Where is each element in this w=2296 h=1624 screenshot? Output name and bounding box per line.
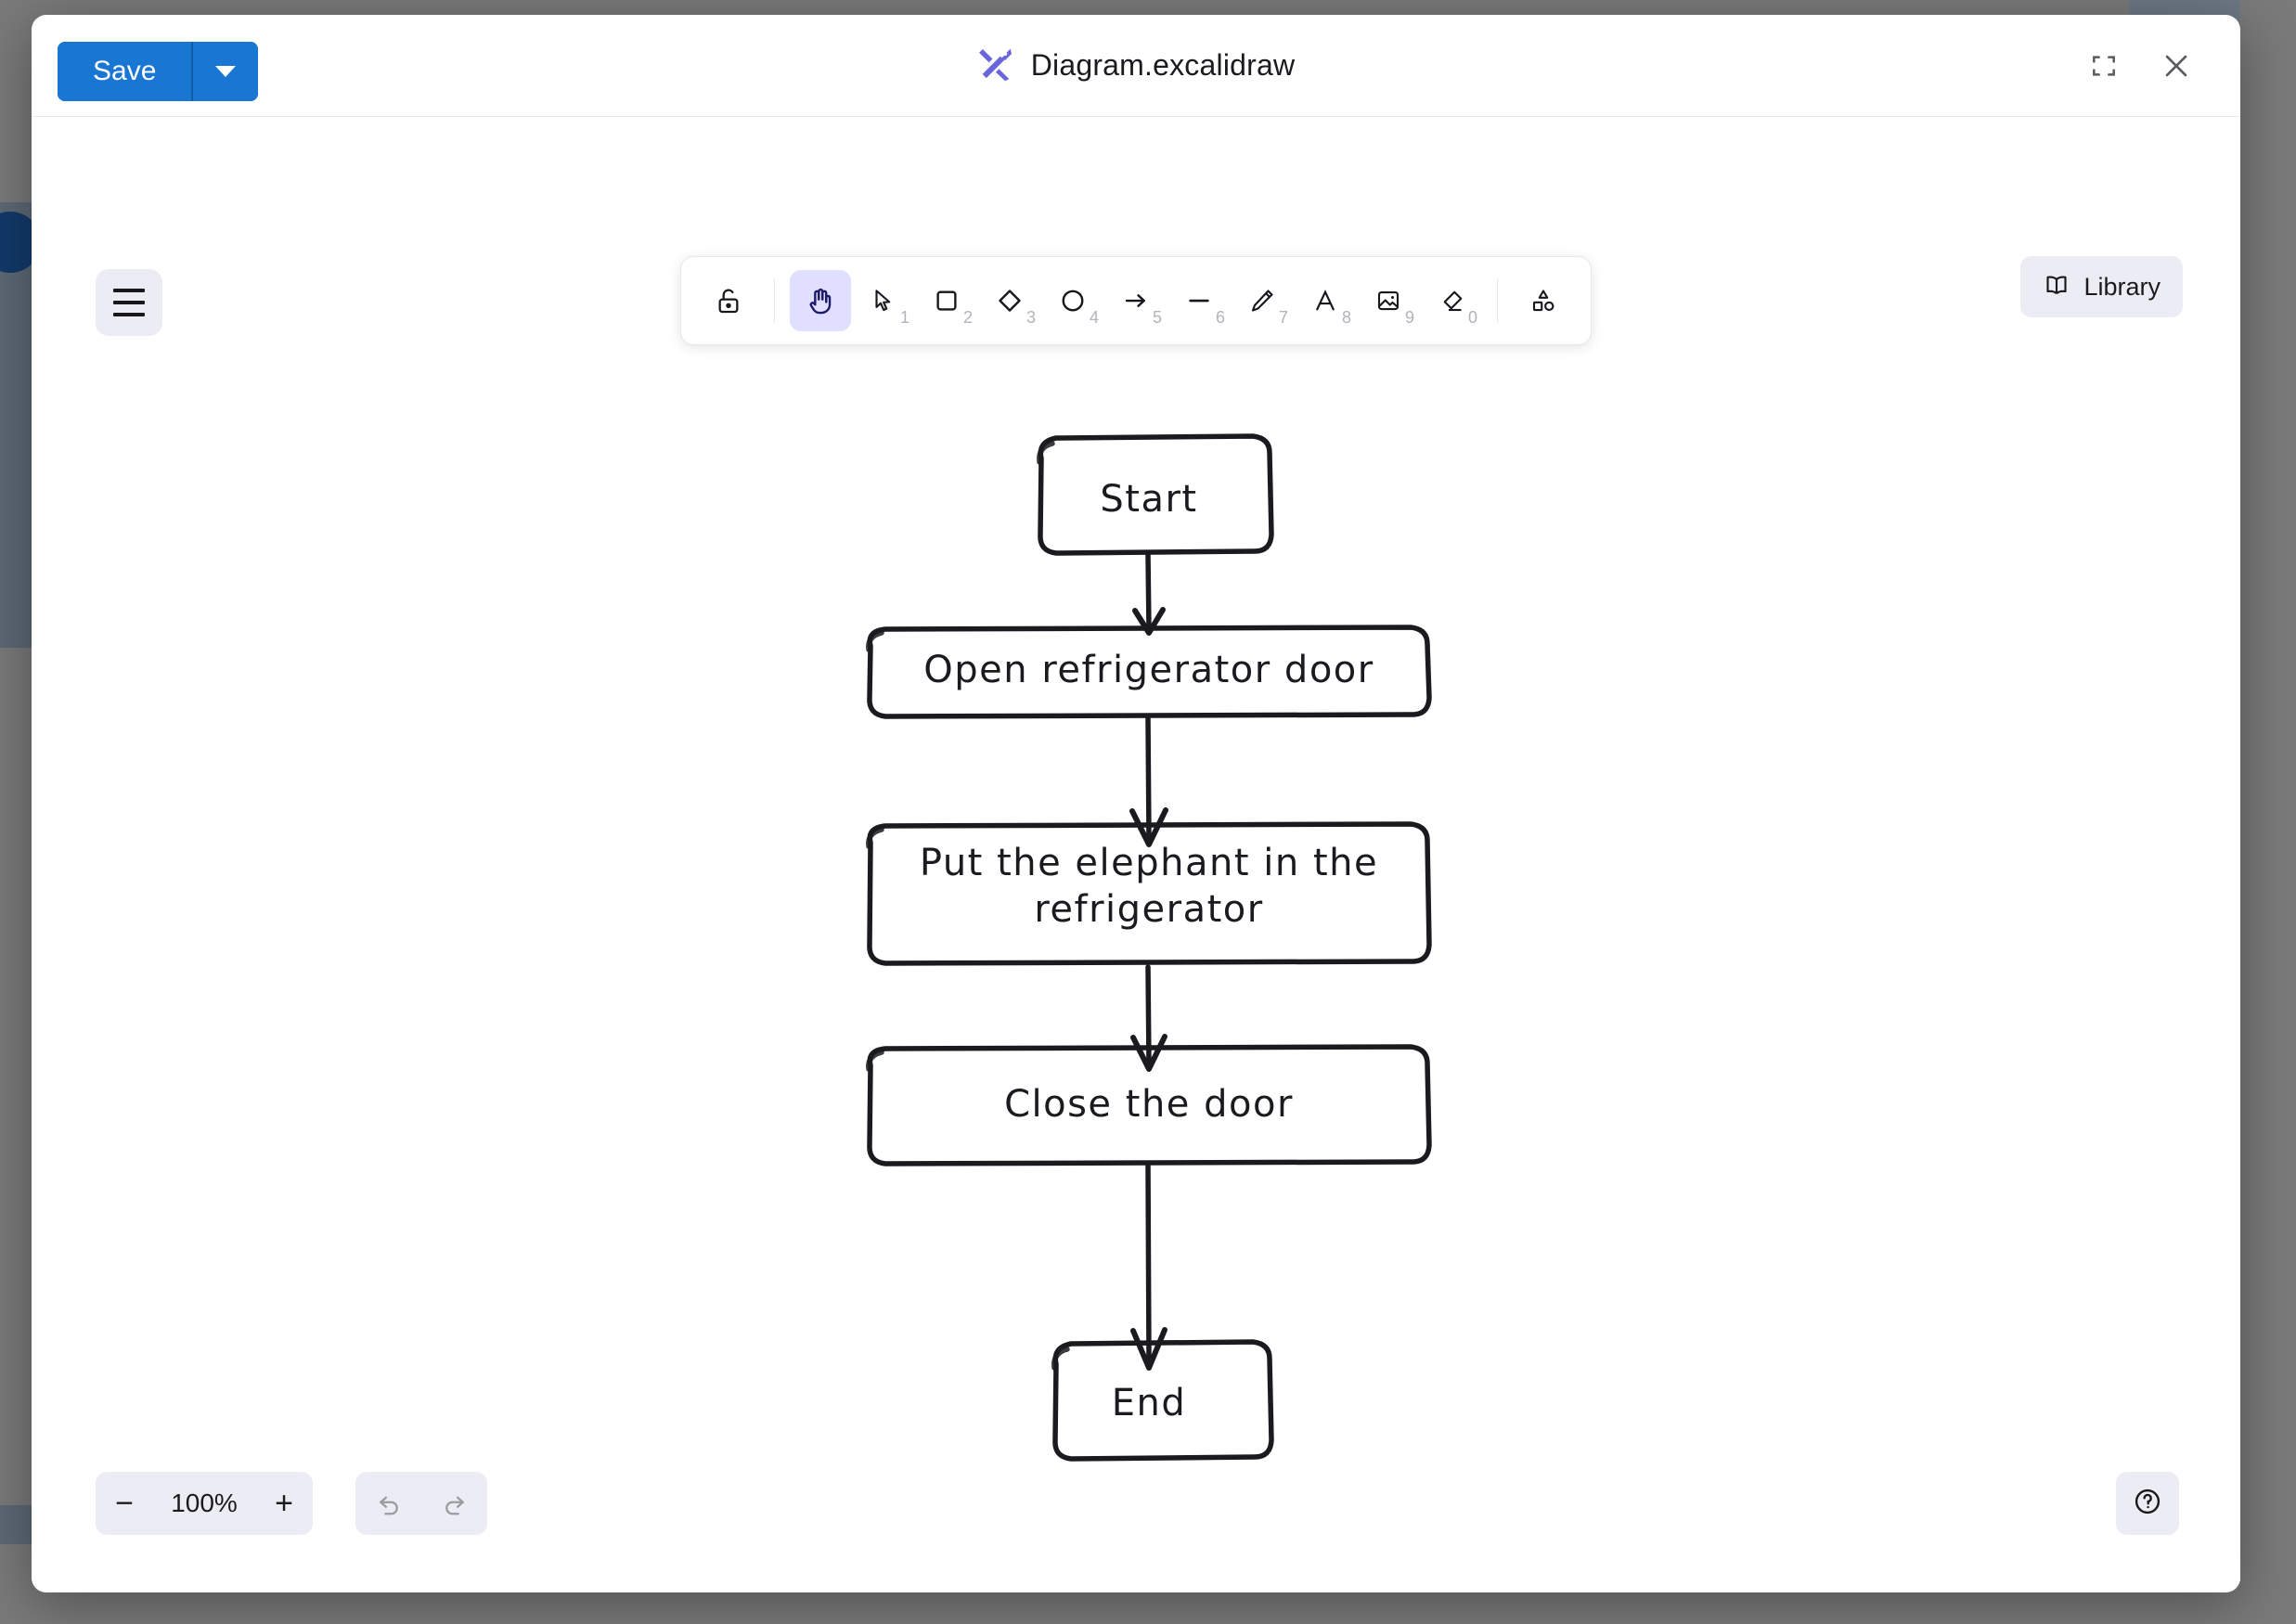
library-label: Library xyxy=(2083,272,2161,301)
hand-icon[interactable] xyxy=(790,270,851,331)
canvas-area[interactable]: Start Open refrigerator door Put the ele… xyxy=(32,117,2240,1592)
toolbar-divider-1 xyxy=(774,279,775,322)
node-label-end: End xyxy=(1112,1382,1187,1424)
node-put xyxy=(866,821,1432,966)
window-controls xyxy=(2083,15,2198,117)
tools-toolbar: 1 2 3 4 xyxy=(680,256,1592,345)
selection-icon[interactable]: 1 xyxy=(853,270,914,331)
node-label-open: Open refrigerator door xyxy=(923,649,1374,691)
zoom-in-button[interactable]: + xyxy=(275,1485,293,1521)
node-label-put-line2: refrigerator xyxy=(1034,888,1263,931)
chevron-down-icon xyxy=(215,66,237,77)
ellipse-icon[interactable]: 4 xyxy=(1042,270,1103,331)
zoom-control-group: − 100% + xyxy=(96,1472,313,1535)
background-top-bar xyxy=(0,0,2296,17)
zoom-out-button[interactable]: − xyxy=(115,1485,134,1521)
fullscreen-icon[interactable] xyxy=(2083,45,2125,87)
node-open xyxy=(866,625,1432,719)
hamburger-bar-2 xyxy=(113,301,145,304)
undo-icon[interactable] xyxy=(360,1472,418,1535)
tool-shortcut-selection: 1 xyxy=(899,308,909,327)
flowchart-diagram: Start Open refrigerator door Put the ele… xyxy=(32,117,2240,1592)
draw-icon[interactable]: 7 xyxy=(1232,270,1293,331)
hamburger-bar-3 xyxy=(113,313,145,316)
tool-shortcut-arrow: 5 xyxy=(1152,308,1162,327)
tool-shortcut-ellipse: 4 xyxy=(1089,308,1099,327)
background-right-panel xyxy=(2240,0,2296,1624)
excalidraw-logo-icon xyxy=(977,44,1016,87)
node-label-close: Close the door xyxy=(1004,1083,1294,1126)
save-button[interactable]: Save xyxy=(58,42,192,101)
tool-shortcut-rectangle: 2 xyxy=(962,308,973,327)
tool-shortcut-text: 8 xyxy=(1341,308,1351,327)
save-dropdown-button[interactable] xyxy=(193,42,259,101)
title-center: Diagram.excalidraw xyxy=(32,15,2240,116)
tool-shortcut-eraser: 0 xyxy=(1467,308,1477,327)
hamburger-menu-button[interactable] xyxy=(96,269,162,336)
node-close xyxy=(866,1044,1432,1166)
zoom-level-value[interactable]: 100% xyxy=(171,1489,238,1517)
shapes-icon[interactable] xyxy=(1513,270,1574,331)
page-title: Diagram.excalidraw xyxy=(1030,48,1296,82)
library-button[interactable]: Library xyxy=(2020,256,2183,317)
tool-shortcut-diamond: 3 xyxy=(1025,308,1036,327)
book-icon xyxy=(2043,271,2070,303)
lock-icon[interactable] xyxy=(698,270,759,331)
titlebar: Save Diagram.excalidraw xyxy=(32,15,2240,117)
eraser-icon[interactable]: 0 xyxy=(1421,270,1482,331)
node-end xyxy=(1051,1339,1274,1462)
history-control-group xyxy=(355,1472,487,1535)
text-icon[interactable]: 8 xyxy=(1295,270,1356,331)
tool-shortcut-image: 9 xyxy=(1404,308,1414,327)
node-label-start: Start xyxy=(1100,478,1197,521)
arrow-icon[interactable]: 5 xyxy=(1105,270,1167,331)
edge-close-end xyxy=(1130,1163,1167,1371)
save-divider xyxy=(191,42,194,101)
close-icon[interactable] xyxy=(2155,45,2198,87)
rectangle-icon[interactable]: 2 xyxy=(916,270,977,331)
node-label-put-line1: Put the elephant in the xyxy=(920,842,1378,884)
hamburger-bar-1 xyxy=(113,289,145,292)
edge-open-put xyxy=(1129,715,1168,847)
line-icon[interactable]: 6 xyxy=(1168,270,1230,331)
edge-put-close xyxy=(1130,964,1167,1072)
toolbar-divider-2 xyxy=(1497,279,1498,322)
image-icon[interactable]: 9 xyxy=(1358,270,1419,331)
help-circle-icon xyxy=(2132,1486,2163,1522)
edge-start-open xyxy=(1132,552,1166,636)
node-start xyxy=(1037,433,1274,556)
excalidraw-modal: Save Diagram.excalidraw xyxy=(32,15,2240,1592)
help-button[interactable] xyxy=(2116,1472,2179,1535)
redo-icon[interactable] xyxy=(426,1472,484,1535)
save-split-button[interactable]: Save xyxy=(58,42,259,101)
tool-shortcut-line: 6 xyxy=(1215,308,1225,327)
tool-shortcut-draw: 7 xyxy=(1278,308,1288,327)
diamond-icon[interactable]: 3 xyxy=(979,270,1040,331)
